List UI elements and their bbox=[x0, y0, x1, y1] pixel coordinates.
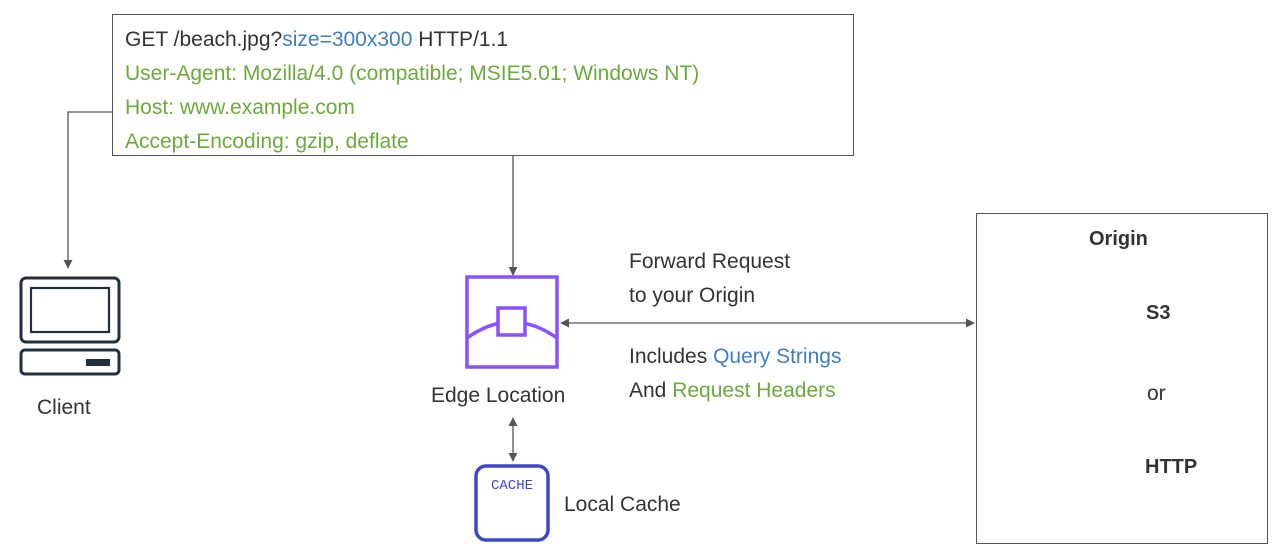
includes-prefix: Includes bbox=[629, 345, 714, 368]
edge-location-icon bbox=[465, 275, 559, 369]
query-strings-text: Query Strings bbox=[713, 345, 842, 368]
request-headers-text: Request Headers bbox=[672, 379, 836, 402]
origin-box bbox=[976, 213, 1268, 544]
request-to-client-arrow bbox=[63, 111, 112, 269]
request-protocol: HTTP/1.1 bbox=[412, 28, 509, 51]
forward-request-line1: Forward Request bbox=[629, 250, 791, 273]
request-method-path: GET /beach.jpg? bbox=[125, 28, 283, 51]
origin-title: Origin bbox=[1089, 228, 1148, 250]
http-label: HTTP bbox=[1145, 456, 1198, 478]
and-request-headers: And Request Headers bbox=[629, 379, 836, 403]
http-request-box: GET /beach.jpg?size=300x300 HTTP/1.1 Use… bbox=[112, 14, 854, 156]
local-cache-label: Local Cache bbox=[564, 493, 681, 516]
accept-encoding-header: Accept-Encoding: gzip, deflate bbox=[125, 130, 409, 153]
s3-label: S3 bbox=[1146, 302, 1171, 324]
and-prefix: And bbox=[629, 379, 673, 402]
request-line: GET /beach.jpg?size=300x300 HTTP/1.1 bbox=[125, 23, 508, 57]
cache-icon-text: CACHE bbox=[490, 478, 533, 494]
client-label: Client bbox=[37, 396, 91, 419]
user-agent-header: User-Agent: Mozilla/4.0 (compatible; MSI… bbox=[125, 62, 700, 85]
host-header: Host: www.example.com bbox=[125, 96, 355, 119]
request-query-string: size=300x300 bbox=[282, 28, 413, 51]
includes-query-strings: Includes Query Strings bbox=[629, 345, 841, 369]
cache-icon bbox=[474, 464, 550, 542]
or-label: or bbox=[1147, 382, 1166, 405]
forward-request-line2: to your Origin bbox=[629, 284, 756, 307]
laptop-icon bbox=[19, 276, 121, 376]
edge-location-label: Edge Location bbox=[431, 384, 566, 407]
